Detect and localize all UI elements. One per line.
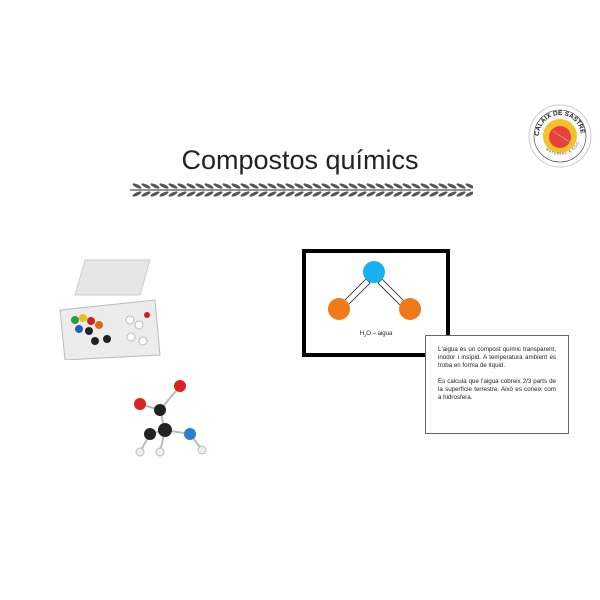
leaf-shape bbox=[384, 191, 394, 197]
leaf-shape bbox=[321, 191, 331, 197]
leaf-shape bbox=[186, 183, 196, 189]
leaf-shape bbox=[231, 191, 241, 197]
leaf-shape bbox=[276, 183, 286, 189]
leaf-shape bbox=[186, 191, 196, 197]
leaf-shape bbox=[303, 183, 313, 189]
info-paragraph: L'aigua és un compost químic transparent… bbox=[438, 346, 556, 369]
leaf-shape bbox=[294, 183, 304, 189]
oxygen-atom bbox=[363, 261, 385, 283]
leaf-shape bbox=[231, 183, 241, 189]
info-paragraph: Es calcula que l'aigua cobreix 2/3 parts… bbox=[438, 378, 556, 401]
leaf-divider bbox=[130, 183, 473, 197]
leaf-shape bbox=[132, 183, 142, 189]
leaf-shape bbox=[159, 183, 169, 189]
leaf-shape bbox=[420, 191, 430, 197]
leaf-shape bbox=[393, 191, 403, 197]
leaf-shape bbox=[276, 191, 286, 197]
hydrogen-atom bbox=[328, 298, 350, 320]
hydrogen-atom bbox=[399, 298, 421, 320]
leaf-shape bbox=[393, 183, 403, 189]
leaf-shape bbox=[222, 183, 232, 189]
leaf-shape bbox=[339, 183, 349, 189]
leaf-shape bbox=[177, 191, 187, 197]
leaf-shape bbox=[195, 183, 205, 189]
leaf-shape bbox=[375, 191, 385, 197]
leaf-shape bbox=[465, 183, 473, 189]
molecule-model-image bbox=[134, 380, 207, 457]
leaf-shape bbox=[249, 191, 259, 197]
leaf-shape bbox=[141, 183, 151, 189]
leaf-shape bbox=[285, 183, 295, 189]
page-title: Compostos químics bbox=[181, 145, 419, 175]
leaf-shape bbox=[240, 183, 250, 189]
leaf-shape bbox=[375, 183, 385, 189]
leaf-shape bbox=[258, 183, 268, 189]
leaf-shape bbox=[150, 191, 160, 197]
leaf-shape bbox=[267, 183, 277, 189]
leaf-shape bbox=[411, 191, 421, 197]
leaf-shape bbox=[204, 191, 214, 197]
leaf-shape bbox=[465, 191, 473, 197]
leaf-shape bbox=[348, 183, 358, 189]
leaf-shape bbox=[447, 191, 457, 197]
leaf-shape bbox=[384, 183, 394, 189]
leaf-shape bbox=[447, 183, 457, 189]
water-molecule-drawing bbox=[328, 261, 421, 320]
info-text-box: L'aigua és un compost químic transparent… bbox=[425, 335, 569, 434]
leaf-shape bbox=[213, 183, 223, 189]
leaf-shape bbox=[141, 191, 151, 197]
leaf-shape bbox=[456, 191, 466, 197]
leaf-shape bbox=[204, 183, 214, 189]
leaf-shape bbox=[222, 191, 232, 197]
leaf-shape bbox=[240, 191, 250, 197]
leaf-shape bbox=[321, 183, 331, 189]
leaf-shape bbox=[402, 183, 412, 189]
leaf-shape bbox=[150, 183, 160, 189]
leaf-shape bbox=[429, 191, 439, 197]
leaf-shape bbox=[357, 191, 367, 197]
leaf-shape bbox=[438, 183, 448, 189]
leaf-shape bbox=[348, 191, 358, 197]
leaf-shape bbox=[267, 191, 277, 197]
leaf-shape bbox=[303, 191, 313, 197]
leaf-shape bbox=[330, 191, 340, 197]
leaf-shape bbox=[195, 191, 205, 197]
leaf-shape bbox=[330, 183, 340, 189]
leaf-shape bbox=[168, 183, 178, 189]
molecule-caption: H2O – aigua bbox=[359, 331, 393, 339]
leaf-shape bbox=[438, 191, 448, 197]
leaf-shape bbox=[285, 191, 295, 197]
leaf-shape bbox=[366, 191, 376, 197]
leaf-shape bbox=[411, 183, 421, 189]
leaf-shape bbox=[213, 191, 223, 197]
leaf-shape bbox=[258, 191, 268, 197]
leaf-shape bbox=[132, 191, 142, 197]
leaf-shape bbox=[456, 183, 466, 189]
leaf-shape bbox=[312, 191, 322, 197]
leaf-shape bbox=[168, 191, 178, 197]
leaf-shape bbox=[420, 183, 430, 189]
molecule-kit-image bbox=[59, 259, 161, 360]
leaf-shape bbox=[249, 183, 259, 189]
leaf-shape bbox=[402, 191, 412, 197]
leaf-shape bbox=[429, 183, 439, 189]
leaf-shape bbox=[177, 183, 187, 189]
calaix-de-sastre-logo: CALAIX DE SASTRE MATERIAL A GOGO bbox=[527, 103, 592, 168]
leaf-shape bbox=[294, 191, 304, 197]
leaf-shape bbox=[366, 183, 376, 189]
leaf-shape bbox=[312, 183, 322, 189]
leaf-shape bbox=[159, 191, 169, 197]
leaf-shape bbox=[357, 183, 367, 189]
leaf-shape bbox=[339, 191, 349, 197]
